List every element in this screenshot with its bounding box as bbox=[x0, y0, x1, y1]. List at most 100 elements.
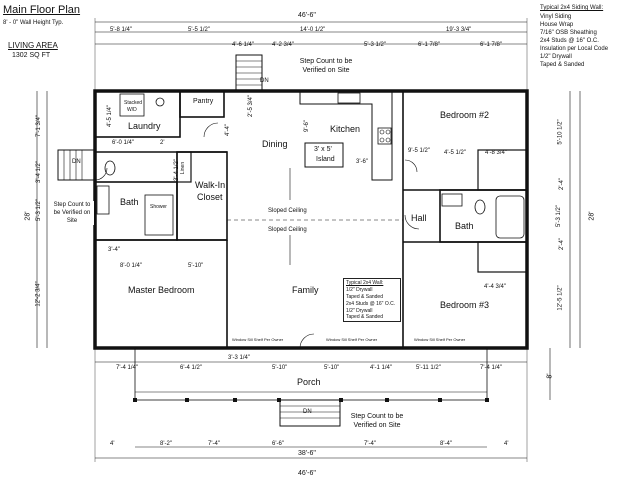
window-note: Window Sill Shelf Per Owner bbox=[414, 337, 466, 342]
dim-second-row: 4'-6 1/4" bbox=[232, 42, 254, 48]
spec-line: 7/16" OSB Sheathing bbox=[540, 30, 597, 36]
spec-line: Vinyl Siding bbox=[540, 14, 572, 20]
stair-dn-top: DN bbox=[260, 78, 269, 84]
kitchen-sink bbox=[337, 92, 361, 104]
stair-dn-porch: DN bbox=[303, 409, 312, 415]
living-area-value: 1302 SQ FT bbox=[12, 52, 51, 59]
dim-right-v: 12'-5 1/2" bbox=[557, 285, 564, 311]
dim-porch-posts: 8'-2" bbox=[160, 441, 172, 447]
interior-spec-line: 1/2" Drywall bbox=[346, 308, 373, 314]
interior-spec-line: Taped & Sanded bbox=[346, 314, 383, 320]
pantry-room bbox=[179, 90, 225, 118]
dim-porch-row: 3'-3 1/4" bbox=[228, 355, 250, 361]
dim-right-v: 2'-4" bbox=[558, 238, 565, 250]
dim-island-side: 3'-6" bbox=[356, 159, 368, 165]
interior-wall-spec-box bbox=[343, 278, 401, 322]
shower bbox=[144, 194, 174, 236]
dim-second-row: 5'-3 1/2" bbox=[364, 42, 386, 48]
dim-porch-row: 5'-10" bbox=[272, 365, 288, 371]
interior-spec-heading: Typical 2x4 Wall: bbox=[346, 280, 384, 286]
sloped-ceiling-2: Sloped Ceiling bbox=[268, 227, 307, 233]
dim-master-row: 8'-0 1/4" bbox=[120, 263, 142, 269]
sloped-ceiling-1: Sloped Ceiling bbox=[268, 208, 307, 214]
dim-depth-left: 28' bbox=[24, 211, 32, 221]
dim-left-v: 12'-2 3/4" bbox=[35, 281, 42, 307]
dim-top-row: 5'-8 1/4" bbox=[110, 27, 132, 33]
step-count-note-side: Step Count to be Verified on Site bbox=[50, 201, 94, 225]
plan-title: Main Floor Plan bbox=[3, 4, 81, 16]
dim-porch-row: 5'-10" bbox=[324, 365, 340, 371]
dim-porch-posts: 4' bbox=[504, 441, 509, 447]
dim-porch-posts: 7'-4" bbox=[208, 441, 220, 447]
dim-laundry: 2' bbox=[160, 140, 165, 146]
interior-spec-line: 1/2" Drywall bbox=[346, 287, 373, 293]
wall-height-note: 8' - 0" Wall Height Typ. bbox=[3, 20, 64, 26]
kitchen-range bbox=[377, 127, 392, 145]
dim-top-row: 19'-3 3/4" bbox=[446, 27, 472, 33]
linen-label: Linen bbox=[180, 161, 187, 175]
bath2-room bbox=[439, 189, 528, 243]
dim-right-v: 5'-3 1/2" bbox=[555, 205, 562, 227]
kitchen-counter bbox=[299, 91, 393, 181]
spec-line: Insulation per Local Code bbox=[540, 46, 609, 52]
dim-master-row: 5'-10" bbox=[188, 263, 204, 269]
washer-dryer-label: Stacked bbox=[124, 100, 143, 106]
step-count-note-top: Step Count to be Verified on Site bbox=[298, 57, 354, 75]
dim-overall-bottom: 46'-6" bbox=[298, 470, 316, 477]
spec-line: Taped & Sanded bbox=[540, 62, 585, 68]
dim-left-v: 5'-3 1/2" bbox=[35, 199, 42, 221]
toilet1 bbox=[104, 160, 116, 176]
tub bbox=[495, 195, 525, 239]
dim-right-v: 5'-10 1/2" bbox=[557, 119, 564, 145]
interior-spec-line: Taped & Sanded bbox=[346, 294, 383, 300]
bath1-room bbox=[94, 181, 178, 241]
room-laundry: Laundry bbox=[128, 121, 161, 131]
dim-depth-right: 28' bbox=[588, 211, 596, 221]
island-size: 3' x 5' bbox=[314, 146, 332, 153]
dim-closet-v: 3'-4 1/2" bbox=[173, 159, 180, 181]
room-bath2: Bath bbox=[455, 221, 474, 231]
dim-porch-row: 5'-11 1/2" bbox=[416, 365, 441, 371]
dim-left-v: 7'-1 3/4" bbox=[35, 115, 42, 137]
room-hall: Hall bbox=[411, 213, 427, 223]
dim-bed2-row: 4'-5 1/2" bbox=[444, 150, 466, 156]
dim-porch-posts: 6'-6" bbox=[272, 441, 284, 447]
dim-bed2-row: 9'-5 1/2" bbox=[408, 148, 430, 154]
room-porch: Porch bbox=[297, 377, 321, 387]
dim-overall-top: 46'-6" bbox=[298, 12, 316, 19]
window-note: Window Sill Shelf Per Owner bbox=[326, 337, 378, 342]
vanity2 bbox=[441, 193, 463, 207]
spec-heading: Typical 2x4 Siding Wall: bbox=[540, 5, 604, 11]
room-bath1: Bath bbox=[120, 197, 139, 207]
dim-second-row: 6'-1 7/8" bbox=[480, 42, 502, 48]
dim-porch-row: 6'-4 1/2" bbox=[180, 365, 202, 371]
toilet2 bbox=[474, 199, 486, 215]
dim-bed3-row: 4'-4 3/4" bbox=[484, 284, 506, 290]
bedroom3-closet bbox=[477, 241, 528, 273]
living-area-label: LIVING AREA bbox=[8, 41, 58, 50]
room-bedroom3: Bedroom #3 bbox=[440, 300, 490, 310]
dim-top-row: 5'-5 1/2" bbox=[188, 27, 210, 33]
interior-spec-line: 2x4 Studs @ 16" O.C. bbox=[346, 301, 396, 307]
dim-second-row: 6'-1 7/8" bbox=[418, 42, 440, 48]
washer-dryer bbox=[119, 93, 145, 117]
room-bedroom2: Bedroom #2 bbox=[440, 110, 490, 120]
stair-dn-side: DN bbox=[72, 159, 81, 165]
spec-line: House Wrap bbox=[540, 22, 574, 28]
porch-stairs bbox=[279, 399, 341, 427]
room-family: Family bbox=[292, 285, 319, 295]
dim-porch-depth: 8' bbox=[546, 373, 554, 379]
island-label: Island bbox=[316, 156, 335, 163]
room-closet-line1: Walk-In bbox=[195, 180, 226, 190]
window-note: Window Sill Shelf Per Owner bbox=[232, 337, 284, 342]
dim-second-row: 4'-2 3/4" bbox=[272, 42, 294, 48]
dim-right-v: 2'-4" bbox=[558, 178, 565, 190]
dim-laundry-v: 4'-5 1/4" bbox=[106, 105, 113, 127]
washer-dryer-sub: W/D bbox=[127, 107, 137, 113]
dim-top-row: 14'-0 1/2" bbox=[300, 27, 326, 33]
dim-porch-row: 4'-1 1/4" bbox=[370, 365, 392, 371]
dim-laundry: 6'-0 1/4" bbox=[112, 140, 134, 146]
shower-label: Shower bbox=[150, 204, 167, 210]
room-dining: Dining bbox=[262, 139, 288, 149]
